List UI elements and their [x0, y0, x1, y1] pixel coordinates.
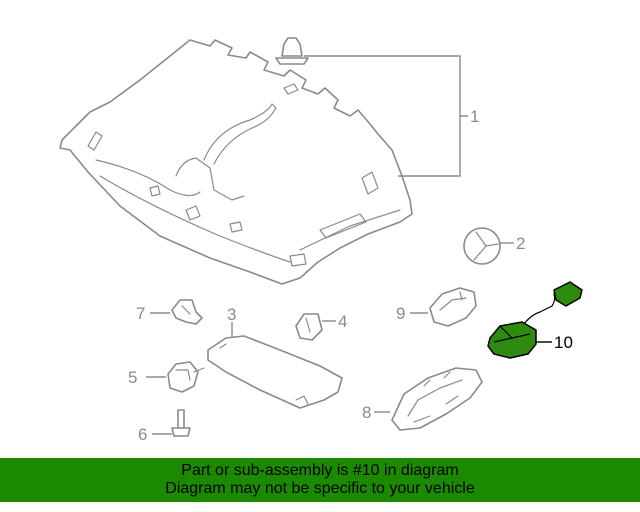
callout-1-label: 1 [470, 107, 479, 126]
callout-8-label: 8 [362, 403, 371, 422]
callout-10-label: 10 [554, 333, 573, 352]
clip-part [171, 299, 203, 325]
banner-line-disclaimer: Diagram may not be specific to your vehi… [165, 480, 475, 497]
callout-7-label: 7 [136, 304, 145, 323]
overhead-console-part [391, 367, 483, 431]
visor-holder-part [295, 313, 323, 341]
callout-2-label: 2 [516, 234, 525, 253]
callout-9-label: 9 [396, 304, 405, 323]
callout-4-label: 4 [338, 312, 347, 331]
callout-1-bracket [304, 55, 468, 177]
banner-line-part-number: Part or sub-assembly is #10 in diagram [181, 462, 459, 479]
parts-diagram: 1 2 3 4 5 6 7 [59, 37, 583, 444]
headliner-clip-part [275, 37, 309, 65]
callout-5-label: 5 [128, 368, 137, 387]
screw-part [171, 409, 191, 437]
visor-pivot-part [167, 361, 205, 393]
highlighted-lamp-unit-part [487, 281, 583, 359]
callout-6-label: 6 [138, 425, 147, 444]
round-pad-part [463, 227, 501, 265]
headliner-part [59, 39, 413, 285]
sun-visor-part [207, 335, 343, 409]
map-lamp-part [429, 287, 477, 327]
callout-3-label: 3 [227, 305, 236, 324]
notice-banner: Part or sub-assembly is #10 in diagram D… [0, 458, 640, 502]
